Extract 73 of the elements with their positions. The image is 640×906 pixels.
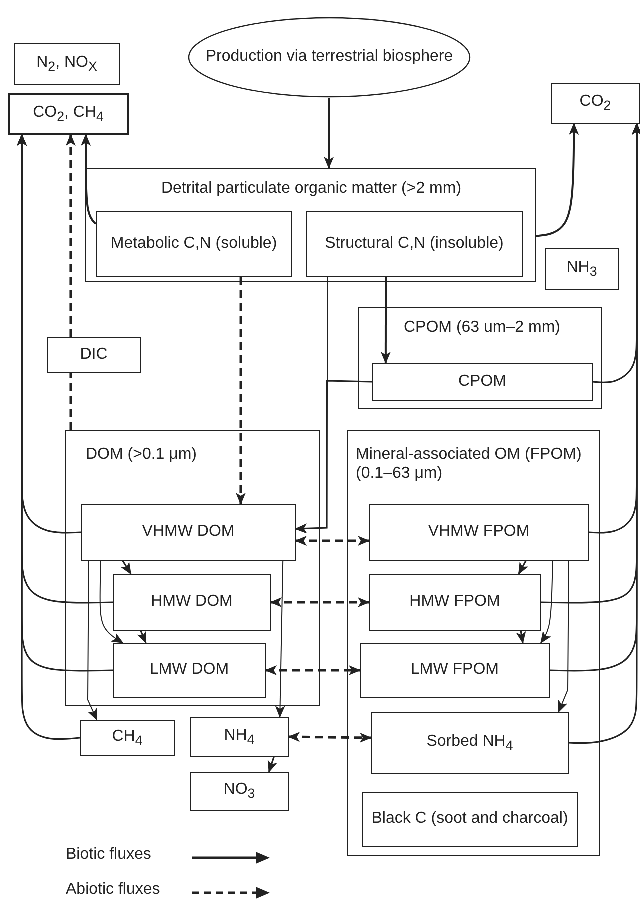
pool-box	[190, 772, 289, 811]
pool-box	[306, 211, 523, 277]
pool-label: CO$_{2}$	[580, 93, 612, 114]
flux-arrow	[295, 536, 370, 546]
pool-label: Metabolic C,N (soluble)	[110, 234, 278, 254]
flux-arrow	[81, 134, 97, 225]
pool-box	[372, 363, 593, 401]
pool-label: LMW FPOM	[411, 661, 499, 680]
pool-box	[362, 792, 578, 847]
pool-box	[80, 720, 175, 756]
pool-box	[47, 337, 141, 373]
legend-label: Abiotic fluxes	[66, 881, 160, 899]
flux-arrow	[536, 123, 580, 238]
pool-label: CH$_{4}$	[112, 728, 143, 748]
flux-arrow	[324, 98, 334, 169]
pool-label: CO$_{2}$, CH$_{4}$	[33, 104, 104, 124]
pool-box	[360, 643, 550, 698]
flux-arrow	[100, 560, 124, 644]
pool-box	[190, 717, 289, 757]
compartment-heading: Detrital particulate organic matter (>2 mm)	[160, 179, 463, 198]
compartment-box	[65, 430, 320, 706]
flux-arrow	[516, 630, 526, 644]
pool-box	[369, 574, 541, 631]
pool-label: Black C (soot and charcoal)	[372, 810, 568, 829]
flux-arrow	[275, 560, 286, 718]
pool-label: VHMW DOM	[142, 523, 235, 542]
flux-arrow	[88, 560, 98, 721]
pool-box	[545, 248, 619, 290]
pool-box	[113, 643, 266, 698]
pool-label: LMW DOM	[150, 661, 230, 680]
compartment-heading: CPOM (63 um–2 mm)	[404, 318, 562, 338]
flux-arrow	[270, 598, 370, 608]
pool-box	[81, 504, 296, 561]
pool-label: Sorbed NH$_{4}$	[426, 732, 514, 754]
pool-label: CPOM	[458, 372, 506, 392]
compartment-box	[358, 307, 602, 409]
pool-label: HMW DOM	[151, 593, 233, 612]
pool-label: NH$_{4}$	[224, 726, 255, 748]
flux-arrow	[137, 630, 147, 644]
pool-box	[369, 504, 589, 561]
flux-arrow	[120, 560, 132, 575]
flux-arrow	[268, 756, 278, 773]
flux-arrow	[558, 560, 570, 713]
flux-arrow	[236, 277, 246, 505]
pool-label: HMW FPOM	[410, 593, 500, 612]
pool-label: NO$_{3}$	[224, 781, 256, 802]
pool-box	[8, 93, 129, 135]
compartment-heading: Mineral-associated OM (FPOM) (0.1–63 μm)	[356, 445, 583, 484]
flux-arrow	[66, 134, 76, 337]
flux-line	[70, 373, 72, 430]
flux-arrow	[540, 560, 554, 644]
pool-box	[551, 83, 640, 124]
flux-arrow	[17, 134, 80, 740]
pool-box	[113, 574, 271, 631]
pool-label: NH$_{3}$	[566, 258, 598, 280]
pool-label: Structural C,N (insoluble)	[325, 234, 504, 254]
pool-box	[371, 712, 569, 774]
compartment-box	[85, 168, 536, 282]
compartment-heading: DOM (>0.1 μm)	[86, 445, 198, 464]
flux-arrow	[295, 380, 372, 534]
pool-box	[14, 43, 120, 85]
legend-label: Biotic fluxes	[66, 846, 152, 864]
pool-label: VHMW FPOM	[428, 523, 530, 542]
flux-arrow	[568, 123, 640, 744]
pool-box	[96, 211, 292, 277]
pool-label: DIC	[80, 346, 108, 364]
flux-arrow	[518, 560, 529, 575]
pool-label: N$_{2}$, NO$_{X}$	[36, 54, 98, 74]
flux-arrow	[288, 732, 372, 743]
source-label: Production via terrestrial biosphere	[206, 48, 454, 67]
compartment-box	[347, 430, 600, 856]
flux-arrow	[265, 666, 361, 676]
flux-arrow	[380, 277, 391, 364]
